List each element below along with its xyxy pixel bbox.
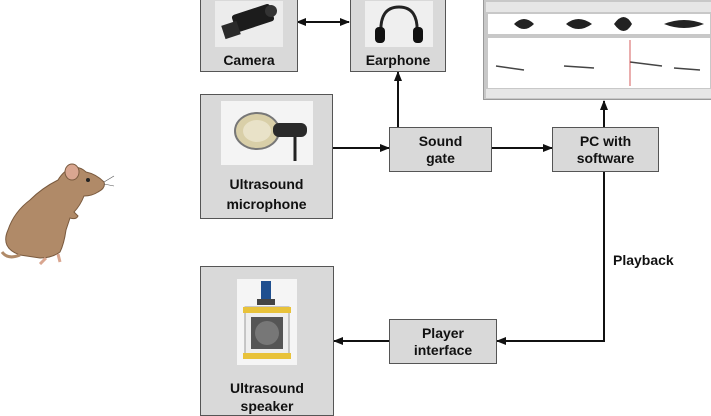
microphone-node: Ultrasound microphone [200, 94, 333, 219]
spectrogram-preview [486, 2, 711, 98]
pc-node: PC with software [552, 127, 659, 172]
camera-node: Camera [200, 0, 298, 72]
sound-gate-label-line1: Sound [418, 133, 463, 149]
earphone-node: Earphone [350, 0, 446, 72]
camera-label: Camera [223, 52, 275, 68]
speaker-label-line1: Ultrasound [230, 380, 304, 396]
player-label-line1: Player [421, 325, 465, 341]
microphone-icon [234, 112, 307, 161]
microphone-photo [221, 101, 313, 165]
mouse-icon [0, 163, 115, 265]
pc-label-line2: software [576, 150, 635, 166]
camera-photo [215, 1, 283, 47]
headphones-icon [375, 5, 423, 43]
earphone-photo [365, 1, 433, 47]
speaker-icon [243, 281, 291, 359]
microphone-label-line2: microphone [226, 196, 307, 212]
playback-label: Playback [613, 252, 674, 268]
software-screenshot [483, 0, 711, 100]
speaker-label-line2: speaker [240, 398, 294, 414]
speaker-photo [237, 279, 297, 365]
speaker-node: Ultrasound speaker [200, 266, 334, 416]
player-label-line2: interface [413, 342, 473, 358]
sound-gate-label-line2: gate [426, 150, 455, 166]
player-interface-node: Player interface [389, 319, 497, 364]
earphone-label: Earphone [365, 52, 431, 68]
camera-icon [221, 4, 277, 40]
pc-label-line1: PC with [579, 133, 632, 149]
sound-gate-node: Sound gate [389, 127, 492, 172]
microphone-label-line1: Ultrasound [229, 176, 304, 192]
arrow-pc-player [496, 170, 605, 345]
